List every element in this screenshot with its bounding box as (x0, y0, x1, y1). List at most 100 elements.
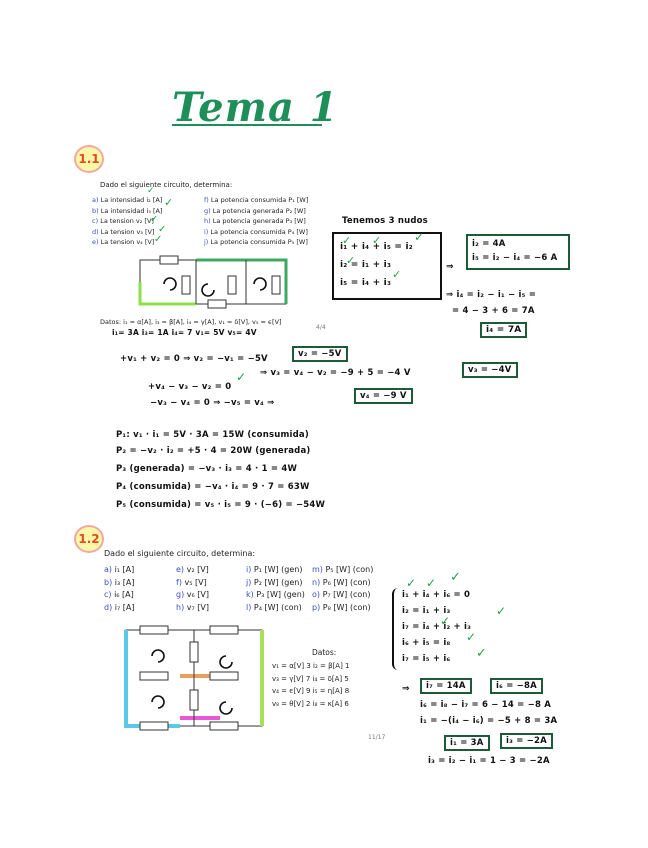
power-p1: P₁: v₁ · i₁ = 5V · 3A = 15W (consumida) (116, 430, 309, 440)
question-item: d) La tension v₃ [V] (92, 227, 155, 236)
result-v4: v₄ = −9 V (354, 388, 413, 404)
result-v2: v₂ = −5V (292, 346, 348, 362)
check-mark-icon: ✓ (147, 186, 155, 196)
question-item: f) La potencia consumida P₁ [W] (204, 196, 309, 204)
calc-line: i₃ = i₂ − i₁ = 1 − 3 = −2A (428, 756, 550, 766)
exercise-number-badge: 1.1 (74, 145, 104, 173)
question-item: j) La potencia consumida P₅ [W] (204, 238, 308, 246)
datos-row: v₁ = α[V] 3 i₂ = β[A] 1 (272, 662, 350, 670)
equation-v2: +v₁ + v₂ = 0 ⇒ v₂ = −v₁ = −5V (120, 354, 268, 364)
power-p5: P₅ (consumida) = v₅ · i₅ = 9 · (−6) = −5… (116, 500, 326, 510)
question-item: j) P₂ [W] (gen) (246, 577, 303, 587)
datos-row: v₄ = ϵ[V] 9 i₅ = η[A] 8 (272, 687, 350, 695)
result-i5: i₅ = i₂ − i₄ = −6 A (472, 253, 558, 263)
datos-row: v₈ = θ[V] 2 i₈ = κ[A] 6 (272, 699, 349, 708)
page-ref: 11/17 (368, 734, 386, 741)
question-item: i) P₁ [W] (gen) (246, 565, 303, 574)
datos-line: Datos: i₁ = α[A], i₃ = β[A], i₄ = γ[A], … (100, 318, 282, 326)
datos-table: v₁ = α[V] 3 i₂ = β[A] 1 v₃ = γ[V] 7 i₄ =… (272, 660, 350, 710)
check-mark-icon: ✓ (150, 214, 159, 225)
question-item: e) v₂ [V] (176, 565, 209, 574)
question-item: c) La tension v₂ [V] (92, 217, 154, 225)
check-mark-icon: ✓ (342, 234, 352, 247)
check-mark-icon: ✓ (496, 604, 507, 618)
check-mark-icon: ✓ (236, 370, 247, 384)
result-v3: v₃ = −4V (462, 362, 518, 378)
kirchhoff-eq: i₁ + i₄ + i₆ = 0 (402, 590, 471, 600)
datos-title: Datos: (312, 648, 337, 657)
exercise-intro: Dado el siguiente circuito, determina: (100, 181, 233, 189)
calc-line: i₆ = i₈ − i₇ = 6 − 14 = −8 A (420, 700, 552, 710)
question-item: a) i₁ [A] (104, 565, 135, 574)
node-equation: i₁ + i₄ + i₅ = i₂ (340, 242, 413, 252)
questions-left: a) La intensidad i₂ [A] b) La intensidad… (92, 195, 212, 248)
question-item: p) P₈ [W] (con) (312, 602, 371, 612)
nodes-box (332, 232, 442, 300)
check-mark-icon: ✓ (158, 224, 167, 235)
question-item: h) La potencia generada P₃ [W] (204, 217, 306, 225)
nodes-title: Tenemos 3 nudos (342, 216, 428, 226)
kirchhoff-eq: i₇ = i₄ + i₂ + i₃ (402, 622, 472, 632)
equation-brace (392, 588, 400, 670)
result-i7: i₇ = 14A (420, 678, 472, 694)
calc-line: = 4 − 3 + 6 = 7A (452, 306, 535, 316)
question-item: h) v₇ [V] (176, 602, 209, 612)
question-item: o) P₇ [W] (con) (312, 590, 371, 599)
check-mark-icon: ✓ (372, 234, 382, 247)
questions-col3: i) P₁ [W] (gen) j) P₂ [W] (gen) k) P₃ [W… (246, 564, 305, 614)
check-mark-icon: ✓ (392, 268, 402, 281)
check-mark-icon: ✓ (440, 614, 451, 628)
kirchhoff-eq: i₂ = i₁ + i₃ (402, 606, 451, 616)
datos-row: v₃ = γ[V] 7 i₄ = δ[A] 5 (272, 674, 349, 683)
handwritten-values: i₁= 3A i₃= 1A i₄= 7 v₁= 5V v₅= 4V (112, 328, 257, 337)
circuit-diagram (124, 625, 264, 731)
check-mark-icon: ✓ (426, 576, 437, 590)
question-item: i) La potencia consumida P₄ [W] (204, 227, 308, 236)
exercise-number-badge: 1.2 (74, 525, 104, 553)
question-item: e) La tension v₄ [V] (92, 238, 155, 246)
question-item: l) P₄ [W] (con) (246, 602, 302, 612)
power-p2: P₂ = −v₂ · i₂ = +5 · 4 = 20W (generada) (116, 446, 311, 456)
calc-line: ⇒ i₄ = i₂ − i₁ − i₅ = (446, 290, 537, 300)
page-title: Tema 1 (172, 84, 339, 131)
check-mark-icon: ✓ (346, 254, 356, 267)
result-i4: i₄ = 7A (480, 322, 528, 338)
questions-col4: m) P₅ [W] (con) n) P₆ [W] (con) o) P₇ [W… (312, 564, 373, 614)
question-item: c) i₆ [A] (104, 590, 134, 599)
question-item: k) P₃ [W] (gen) (246, 590, 305, 599)
questions-col2: e) v₂ [V] f) v₅ [V] g) v₆ [V] h) v₇ [V] (176, 564, 209, 614)
question-item: g) La potencia generada P₂ [W] (204, 206, 306, 215)
check-mark-icon: ✓ (450, 570, 461, 585)
check-mark-icon: ✓ (476, 646, 487, 661)
arrow-icon: ⇒ (402, 684, 410, 694)
node-equation: i₅ = i₄ + i₃ (340, 278, 392, 288)
questions-col1: a) i₁ [A] b) i₃ [A] c) i₆ [A] d) i₇ [A] (104, 564, 134, 614)
page-ref: 4/4 (316, 324, 326, 331)
title-underline (172, 124, 322, 126)
result-i1: i₁ = 3A (444, 735, 490, 751)
question-item: a) La intensidad i₂ [A] (92, 196, 163, 204)
questions-right: f) La potencia consumida P₁ [W] g) La po… (204, 195, 344, 248)
question-item: f) v₅ [V] (176, 577, 207, 587)
result-i2: i₂ = 4A (472, 239, 506, 249)
check-mark-icon: ✓ (466, 630, 477, 644)
kirchhoff-eq: i₆ + i₅ = i₈ (402, 638, 451, 648)
equation-v4: −v₃ − v₄ = 0 ⇒ −v₅ = v₄ ⇒ (150, 398, 275, 408)
question-item: d) i₇ [A] (104, 602, 135, 612)
check-mark-icon: ✓ (154, 234, 163, 245)
power-p3: P₃ (generada) = −v₃ · i₃ = 4 · 1 = 4W (116, 464, 298, 474)
question-item: b) La intensidad i₅ [A] (92, 206, 163, 215)
result-i3: i₃ = −2A (500, 733, 553, 749)
circuit-diagram (138, 255, 288, 309)
result-box-i2-i5: i₂ = 4A i₅ = i₂ − i₄ = −6 A (466, 234, 570, 270)
node-equation: i₂ = i₁ + i₃ (340, 260, 392, 270)
equation-v3: ⇒ v₃ = v₄ − v₂ = −9 + 5 = −4 V (260, 368, 411, 378)
question-item: m) P₅ [W] (con) (312, 565, 374, 574)
check-mark-icon: ✓ (406, 576, 417, 590)
result-i6: i₆ = −8A (490, 678, 543, 694)
question-item: n) P₆ [W] (con) (312, 577, 371, 587)
question-item: g) v₆ [V] (176, 590, 209, 599)
question-item: b) i₃ [A] (104, 577, 135, 587)
calc-line: i₁ = −(i₄ − i₆) = −5 + 8 = 3A (420, 716, 558, 726)
check-mark-icon: ✓ (414, 230, 425, 244)
